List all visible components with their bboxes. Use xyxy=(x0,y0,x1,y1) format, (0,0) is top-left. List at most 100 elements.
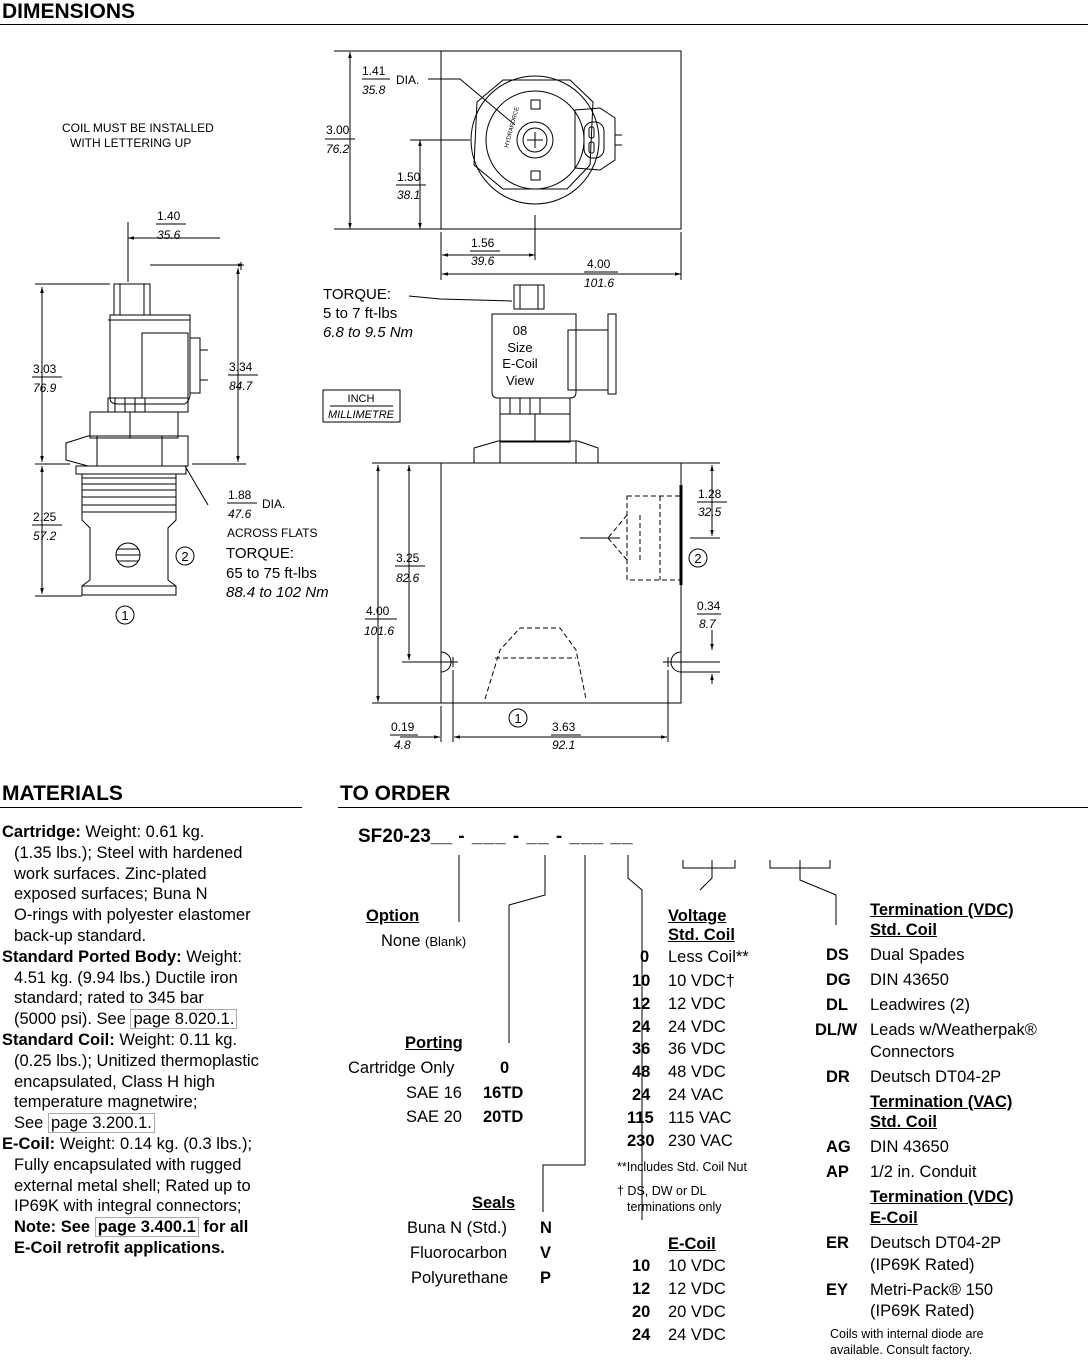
order-code: SF20-23__ - ___ - __ - ___ __ xyxy=(358,826,634,848)
ecoil-text-4: IP69K with integral connectors; xyxy=(14,1197,242,1216)
term-vac-title: Termination (VAC) xyxy=(870,1093,1013,1111)
dim-35-6: 35.6 xyxy=(157,228,181,242)
dim-101-6-top: 101.6 xyxy=(584,276,614,290)
cartridge-label: Cartridge: xyxy=(2,823,81,841)
ecoil-code: 10 xyxy=(632,1257,651,1275)
term-code: DS xyxy=(826,946,849,964)
dia-label: DIA. xyxy=(396,73,419,87)
order-code-blanks: - ___ - __ - ___ __ xyxy=(452,826,634,847)
top-view-hex xyxy=(473,79,594,190)
voltage-code: 24 xyxy=(632,1086,651,1104)
porting-code: 20TD xyxy=(483,1108,524,1126)
coil-text-2: (0.25 lbs.); Unitized thermoplastic xyxy=(14,1051,259,1070)
dim-1-28: 1.28 xyxy=(698,487,722,501)
dim-76-9: 76.9 xyxy=(33,381,57,395)
term-name: Deutsch DT04-2P xyxy=(870,1234,1002,1252)
voltage-name: 48 VDC xyxy=(668,1063,726,1081)
body-text: Weight: xyxy=(181,947,242,966)
term-name: Leadwires (2) xyxy=(870,996,970,1014)
voltage-name: 24 VDC xyxy=(668,1018,726,1036)
dim-8-7: 8.7 xyxy=(699,617,717,631)
ecoil-note-3: E-Coil retrofit applications. xyxy=(14,1238,225,1257)
cartridge-text-4: exposed surfaces; Buna N xyxy=(14,885,208,904)
order-code-prefix: SF20-23__ xyxy=(358,826,453,847)
term-vdc-subtitle: Std. Coil xyxy=(870,921,937,939)
option-none: None (Blank) xyxy=(381,932,466,951)
torque-nut-ftlbs: 5 to 7 ft-lbs xyxy=(323,305,397,322)
materials-title: MATERIALS xyxy=(2,782,123,805)
term-code: ER xyxy=(826,1234,849,1252)
dim-3-00: 3.00 xyxy=(326,123,350,137)
header-rule xyxy=(0,24,1088,25)
diode-note-1: Coils with internal diode are xyxy=(830,1327,984,1341)
port-2-label-body: 2 xyxy=(694,551,701,566)
dim-92-1: 92.1 xyxy=(552,738,575,752)
legend-millimetre: MILLIMETRE xyxy=(328,409,395,421)
body-text-3: standard; rated to 345 bar xyxy=(14,989,204,1008)
term-ecoil-title: Termination (VDC) xyxy=(870,1188,1014,1206)
coil-page-link[interactable]: page 3.200.1. xyxy=(47,1113,155,1134)
voltage-note-2: † DS, DW or DL xyxy=(617,1184,707,1198)
coil-text: Weight: 0.11 kg. xyxy=(114,1030,238,1049)
ecoil-name: 12 VDC xyxy=(668,1280,726,1298)
term-name: Deutsch DT04-2P xyxy=(870,1068,1002,1086)
term-name: Metri-Pack® 150 xyxy=(870,1281,994,1299)
coil-text-5: See xyxy=(14,1114,48,1133)
dim-4-8: 4.8 xyxy=(394,738,411,752)
ecoil-label: E-Coil: xyxy=(2,1134,56,1153)
across-flats-label: ACROSS FLATS xyxy=(227,526,317,540)
coil-note-line-2: WITH LETTERING UP xyxy=(70,136,191,150)
voltage-name: 115 VAC xyxy=(668,1109,732,1127)
voltage-note-3: terminations only xyxy=(627,1200,722,1214)
torque-label-cartridge: TORQUE: xyxy=(226,545,294,562)
ecoil-name: 20 VDC xyxy=(668,1303,726,1321)
voltage-name: 10 VDC† xyxy=(668,972,735,990)
term-code: DR xyxy=(826,1068,850,1086)
torque-cartridge-nm: 88.4 to 102 Nm xyxy=(226,584,329,601)
dim-2-25: 2.25 xyxy=(33,510,57,524)
torque-cartridge-ftlbs: 65 to 75 ft-lbs xyxy=(226,565,317,582)
voltage-code: 0 xyxy=(640,948,650,966)
dimensions-title: DIMENSIONS xyxy=(2,0,136,23)
body-label: Standard Ported Body: xyxy=(2,947,182,966)
seal-name: Fluorocarbon xyxy=(410,1244,508,1262)
voltage-name: 230 VAC xyxy=(668,1132,733,1150)
porting-code: 0 xyxy=(500,1059,510,1077)
term-name: DIN 43650 xyxy=(870,1138,949,1156)
term-name: DIN 43650 xyxy=(870,971,949,989)
voltage-code: 115 xyxy=(627,1109,654,1127)
dim-39-6: 39.6 xyxy=(471,254,495,268)
term-name-2: Connectors xyxy=(870,1043,955,1061)
seal-code: V xyxy=(540,1244,552,1262)
dim-1-56: 1.56 xyxy=(471,236,495,250)
porting-name: SAE 20 xyxy=(406,1108,462,1126)
term-name-2: (IP69K Rated) xyxy=(870,1302,975,1320)
ecoil-title: E-Coil xyxy=(668,1235,716,1253)
term-name-2: (IP69K Rated) xyxy=(870,1256,975,1274)
ecoil-label-3: E-Coil xyxy=(502,356,538,371)
ecoil-code: 12 xyxy=(632,1280,651,1298)
voltage-name: 24 VAC xyxy=(668,1086,724,1104)
voltage-name: Less Coil** xyxy=(668,948,749,966)
body-page-link[interactable]: page 8.020.1. xyxy=(130,1009,238,1030)
ecoil-code: 20 xyxy=(632,1303,651,1321)
to-order-title: TO ORDER xyxy=(340,782,451,805)
dim-3-25: 3.25 xyxy=(396,551,420,565)
dim-35-8: 35.8 xyxy=(362,83,386,97)
porting-code: 16TD xyxy=(483,1084,524,1102)
dim-4-00-top: 4.00 xyxy=(587,257,611,271)
coil-text-4: temperature magnetwire; xyxy=(14,1093,198,1112)
term-code: DG xyxy=(826,971,851,989)
voltage-name: 36 VDC xyxy=(668,1040,726,1058)
voltage-subtitle: Std. Coil xyxy=(668,926,735,944)
ecoil-note: Note: See xyxy=(14,1218,95,1237)
option-none-label: None xyxy=(381,932,421,950)
ecoil-name: 10 VDC xyxy=(668,1257,726,1275)
seal-name: Buna N (Std.) xyxy=(407,1219,507,1237)
to-order-rule xyxy=(338,807,1088,808)
dim-1-41: 1.41 xyxy=(362,64,386,78)
ecoil-page-link[interactable]: page 3.400.1 xyxy=(94,1217,199,1238)
port-1-label-cartridge: 1 xyxy=(121,608,128,623)
seal-code: P xyxy=(540,1269,552,1287)
